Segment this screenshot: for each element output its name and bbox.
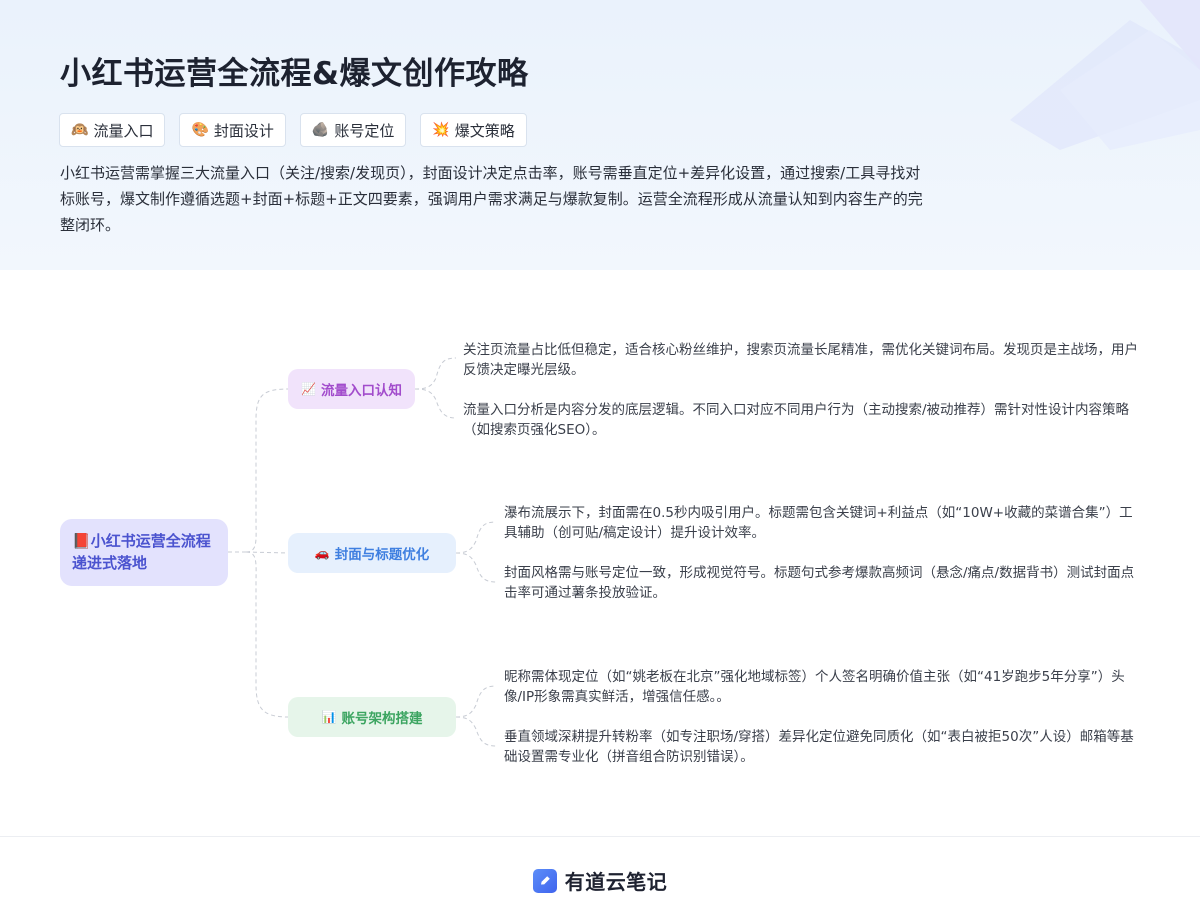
monkey-icon: 🙉 bbox=[71, 122, 89, 138]
header-banner: 小红书运营全流程&爆文创作攻略 🙉 流量入口 🎨 封面设计 🪨 账号定位 💥 爆… bbox=[0, 0, 1200, 270]
footer-brand: 有道云笔记 bbox=[0, 866, 1200, 895]
branch-account-structure[interactable]: 📊 账号架构搭建 bbox=[288, 697, 456, 737]
tag-label: 账号定位 bbox=[334, 121, 395, 140]
red-book-icon: 📕 bbox=[72, 532, 91, 550]
tag-viral-strategy[interactable]: 💥 爆文策略 bbox=[420, 113, 527, 147]
leaf-node: 瀑布流展示下，封面需在0.5秒内吸引用户。标题需包含关键词+利益点（如“10W+… bbox=[504, 505, 1133, 541]
leaf-node: 昵称需体现定位（如“姚老板在北京”强化地域标签）个人签名明确价值主张（如“41岁… bbox=[504, 669, 1125, 705]
brand-name: 有道云笔记 bbox=[564, 870, 668, 894]
decorative-shapes bbox=[1010, 0, 1200, 150]
branch-traffic-entry[interactable]: 📈 流量入口认知 bbox=[288, 369, 415, 409]
tag-account-positioning[interactable]: 🪨 账号定位 bbox=[299, 113, 407, 147]
note-logo-icon bbox=[532, 868, 557, 893]
footer-divider bbox=[0, 836, 1200, 837]
car-icon: 🚗 bbox=[314, 546, 330, 560]
leaf-node: 关注页流量占比低但稳定，适合核心粉丝维护，搜索页流量长尾精准，需优化关键词布局。… bbox=[463, 342, 1138, 378]
summary-text: 小红书运营需掌握三大流量入口（关注/搜索/发现页），封面设计决定点击率，账号需垂… bbox=[60, 164, 923, 234]
bar-chart-icon: 📊 bbox=[321, 710, 337, 724]
leaf-node: 垂直领域深耕提升转粉率（如专注职场/穿搭）差异化定位避免同质化（如“表白被拒50… bbox=[504, 729, 1134, 765]
mindmap-root[interactable]: 📕小红书运营全流程递进式落地 bbox=[60, 519, 228, 586]
palette-icon: 🎨 bbox=[191, 122, 209, 138]
root-label: 小红书运营全流程递进式落地 bbox=[72, 532, 211, 572]
boom-icon: 💥 bbox=[432, 122, 450, 138]
chart-up-icon: 📈 bbox=[301, 382, 316, 396]
tag-cover-design[interactable]: 🎨 封面设计 bbox=[179, 113, 286, 147]
tag-traffic-entry[interactable]: 🙉 流量入口 bbox=[59, 113, 166, 147]
leaf-node: 封面风格需与账号定位一致，形成视觉符号。标题句式参考爆款高频词（悬念/痛点/数据… bbox=[504, 565, 1135, 601]
branch-cover-title[interactable]: 🚗 封面与标题优化 bbox=[288, 533, 456, 573]
tag-label: 流量入口 bbox=[93, 121, 154, 140]
tag-list: 🙉 流量入口 🎨 封面设计 🪨 账号定位 💥 爆文策略 bbox=[59, 113, 527, 147]
leaf-node: 流量入口分析是内容分发的底层逻辑。不同入口对应不同用户行为（主动搜索/被动推荐）… bbox=[463, 402, 1130, 438]
tag-label: 爆文策略 bbox=[454, 121, 515, 140]
branch-label: 封面与标题优化 bbox=[334, 547, 430, 563]
branch-label: 流量入口认知 bbox=[320, 383, 402, 399]
rock-icon: 🪨 bbox=[311, 122, 330, 138]
tag-label: 封面设计 bbox=[213, 121, 274, 140]
branch-label: 账号架构搭建 bbox=[341, 711, 423, 727]
page-title: 小红书运营全流程&爆文创作攻略 bbox=[60, 56, 529, 92]
